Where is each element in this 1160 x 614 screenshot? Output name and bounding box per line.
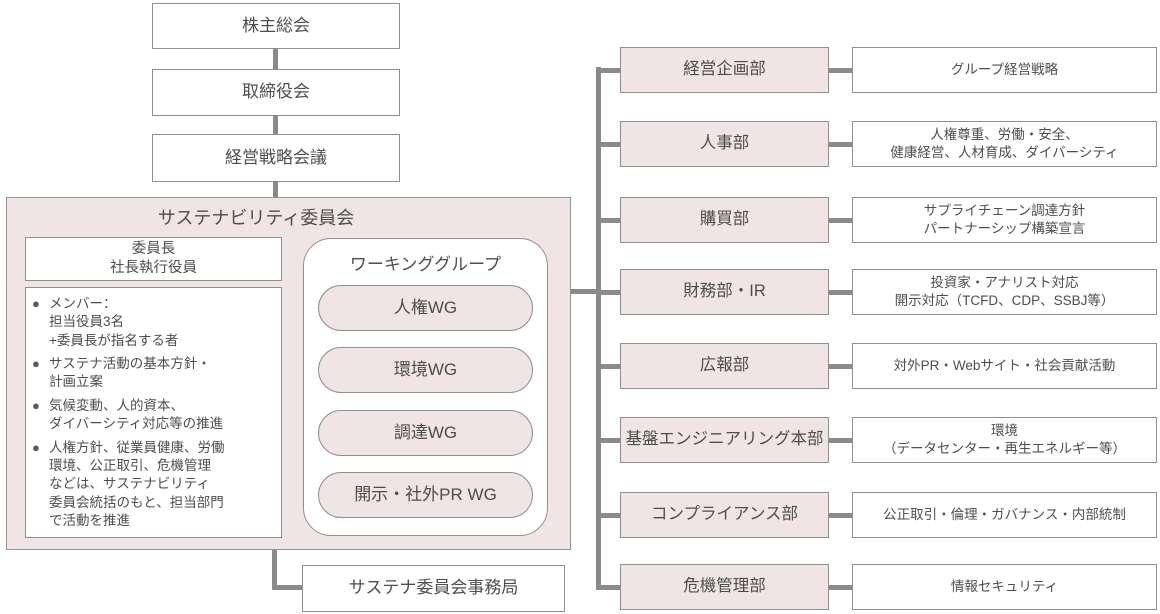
bullet-icon: ● [32, 439, 40, 455]
dept-desc-box: 環境 （データセンター・再生エネルギー等） [852, 417, 1157, 463]
connector-dept-to-desc [829, 141, 852, 147]
note-text: メンバー： 担当役員3名 +委員長が指名する者 [49, 296, 179, 348]
connector-trunk-to-dept [596, 584, 621, 590]
note-text: 人権方針、従業員健康、労働 環境、公正取引、危機管理 などは、サステナビリティ … [49, 439, 225, 528]
wg-pill-procurement: 調達WG [318, 410, 533, 456]
dept-desc-box: 情報セキュリティ [852, 564, 1157, 610]
connector-trunk-to-dept [596, 437, 621, 443]
dept-name-box: 財務部・IR [620, 269, 829, 315]
gov-box-shareholders-meeting: 株主総会 [152, 3, 400, 49]
connector-committee-to-trunk [571, 289, 597, 294]
dept-name-box: 購買部 [620, 197, 829, 243]
connector-strategy-to-committee [273, 181, 278, 197]
secretariat-box: サステナ委員会事務局 [302, 565, 565, 612]
connector-trunk-to-dept [596, 363, 621, 369]
connector-dept-to-desc [829, 437, 852, 443]
note-text: サステナ活動の基本方針・ 計画立案 [49, 356, 211, 390]
dept-row-pr: 広報部 対外PR・Webサイト・社会貢献活動 [596, 343, 1157, 389]
connector-trunk-to-dept [596, 217, 621, 223]
dept-desc-box: 投資家・アナリスト対応 開示対応（TCFD、CDP、SSBJ等） [852, 269, 1157, 315]
connector-trunk-to-dept [596, 141, 621, 147]
note-item: ● サステナ活動の基本方針・ 計画立案 [32, 355, 211, 392]
dept-row-compliance: コンプライアンス部 公正取引・倫理・ガバナンス・内部統制 [596, 492, 1157, 538]
bullet-icon: ● [32, 356, 40, 372]
dept-row-risk-management: 危機管理部 情報セキュリティ [596, 564, 1157, 610]
committee-title: サステナビリティ委員会 [157, 208, 355, 228]
connector-committee-to-secretariat-h [272, 585, 302, 590]
dept-row-purchasing: 購買部 サプライチェーン調達方針 パートナーシップ構築宣言 [596, 197, 1157, 243]
connector-trunk-to-dept [596, 512, 621, 518]
connector-board-to-strategy [273, 115, 278, 134]
dept-row-infrastructure-engineering: 基盤エンジニアリング本部 環境 （データセンター・再生エネルギー等） [596, 417, 1157, 463]
dept-row-hr: 人事部 人権尊重、労働・安全、 健康経営、人材育成、ダイバーシティ [596, 121, 1157, 167]
connector-committee-to-secretariat-v [272, 550, 277, 590]
dept-name-box: 経営企画部 [620, 47, 829, 93]
connector-dept-to-desc [829, 512, 852, 518]
note-item: ● 人権方針、従業員健康、労働 環境、公正取引、危機管理 などは、サステナビリテ… [32, 439, 225, 531]
dept-row-finance-ir: 財務部・IR 投資家・アナリスト対応 開示対応（TCFD、CDP、SSBJ等） [596, 269, 1157, 315]
wg-pill-human-rights: 人権WG [318, 285, 533, 331]
chair-box: 委員長 社長執行役員 [25, 237, 282, 281]
connector-dept-to-desc [829, 217, 852, 223]
connector-trunk-to-dept [596, 67, 621, 73]
dept-desc-box: サプライチェーン調達方針 パートナーシップ構築宣言 [852, 197, 1157, 243]
connector-dept-to-desc [829, 289, 852, 295]
dept-name-box: 基盤エンジニアリング本部 [620, 417, 829, 463]
connector-dept-to-desc [829, 363, 852, 369]
dept-desc-box: グループ経営戦略 [852, 47, 1157, 93]
note-item: ● 気候変動、人的資本、 ダイバーシティ対応等の推進 [32, 397, 223, 434]
working-group-title: ワーキンググループ [349, 255, 502, 274]
note-text: 気候変動、人的資本、 ダイバーシティ対応等の推進 [49, 397, 224, 432]
gov-box-management-strategy-council: 経営戦略会議 [152, 134, 400, 182]
bullet-icon: ● [32, 296, 40, 311]
dept-name-box: 広報部 [620, 343, 829, 389]
wg-pill-disclosure-pr: 開示・社外PR WG [318, 472, 533, 518]
dept-name-box: 人事部 [620, 121, 829, 167]
dept-name-box: コンプライアンス部 [620, 492, 829, 538]
dept-desc-box: 対外PR・Webサイト・社会貢献活動 [852, 343, 1157, 389]
connector-dept-to-desc [829, 67, 852, 73]
right-trunk-line [596, 67, 601, 590]
connector-trunk-to-dept [596, 289, 621, 295]
wg-pill-environment: 環境WG [318, 347, 533, 393]
bullet-icon: ● [32, 397, 40, 413]
note-item: ● メンバー： 担当役員3名 +委員長が指名する者 [32, 295, 178, 350]
dept-desc-box: 公正取引・倫理・ガバナンス・内部統制 [852, 492, 1157, 538]
dept-name-box: 危機管理部 [620, 564, 829, 610]
connector-dept-to-desc [829, 584, 852, 590]
dept-row-corporate-planning: 経営企画部 グループ経営戦略 [596, 47, 1157, 93]
gov-box-board-of-directors: 取締役会 [152, 69, 400, 116]
connector-shareholders-to-board [273, 49, 278, 69]
dept-desc-box: 人権尊重、労働・安全、 健康経営、人材育成、ダイバーシティ [852, 121, 1157, 167]
committee-notes-box: ● メンバー： 担当役員3名 +委員長が指名する者 ● サステナ活動の基本方針・… [25, 287, 282, 538]
